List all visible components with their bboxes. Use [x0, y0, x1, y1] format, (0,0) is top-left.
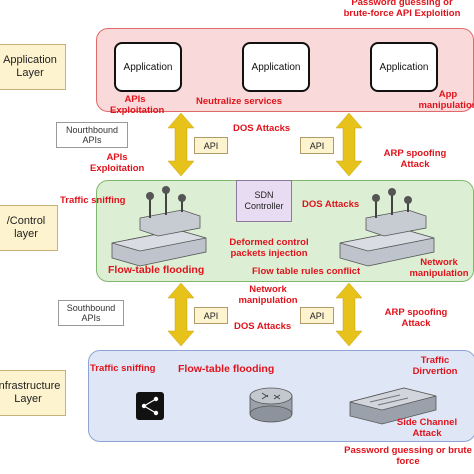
threat-apis-exploitation-top: APIs Exploitation	[110, 94, 165, 116]
application-box-2: Application	[242, 42, 310, 92]
double-arrow-north-left	[167, 112, 195, 177]
infrastructure-layer-label: Infrastructure Layer	[0, 370, 66, 416]
threat-app-manipulation: App manipulation	[418, 89, 474, 111]
api-box-north-right: API	[300, 137, 334, 154]
router-icon	[249, 387, 293, 423]
threat-flow-table-rules-conflict: Flow table rules conflict	[252, 266, 361, 277]
api-box-north-left: API	[194, 137, 228, 154]
openflow-switch-icon-left	[111, 186, 207, 267]
threat-traffic-divertion: Traffic Dirvertion	[412, 355, 458, 377]
threat-flow-table-flooding-1: Flow-table flooding	[108, 264, 205, 276]
openflow-switch-icon-right	[339, 188, 435, 267]
application-box-1: Application	[114, 42, 182, 92]
threat-network-manipulation-1: Network manipulation	[409, 257, 469, 279]
api-box-south-left: API	[194, 307, 228, 324]
threat-deformed-control-packets: Deformed control packets injection	[229, 237, 309, 259]
api-box-south-right: API	[300, 307, 334, 324]
threat-password-guessing-top: Password guessing or brute-force API Exp…	[343, 0, 461, 19]
threat-neutralize-services: Neutralize services	[196, 96, 283, 107]
threat-arp-spoofing-2: ARP spoofing Attack	[384, 307, 448, 329]
threat-network-manipulation-2: Network manipulation	[238, 284, 298, 306]
threat-dos-attacks-1: DOS Attacks	[233, 123, 291, 134]
threat-apis-exploitation-middle: APIs Exploitation	[90, 152, 145, 174]
application-box-3: Application	[370, 42, 438, 92]
threat-traffic-sniffing-1: Traffic sniffing	[60, 195, 126, 206]
application-layer-label: Application Layer	[0, 44, 66, 90]
double-arrow-south-right	[335, 282, 363, 347]
threat-dos-attacks-2: DOS Attacks	[302, 199, 360, 210]
threat-password-guessing-bottom: Password guessing or brute force	[344, 445, 472, 467]
switch-device-icon	[349, 387, 437, 425]
sdn-controller-box: SDN Controller	[236, 180, 292, 222]
double-arrow-south-left	[167, 282, 195, 347]
southbound-apis-label: Southbound APIs	[58, 300, 124, 326]
control-layer-label: /Control layer	[0, 205, 58, 251]
share-node-icon	[136, 392, 164, 420]
threat-arp-spoofing-1: ARP spoofing Attack	[383, 148, 447, 170]
double-arrow-north-right	[335, 112, 363, 177]
threat-traffic-sniffing-2: Traffic sniffing	[90, 363, 156, 374]
threat-side-channel-attack: Side Channel Attack	[396, 417, 458, 439]
threat-dos-attacks-3: DOS Attacks	[234, 321, 292, 332]
threat-flow-table-flooding-2: Flow-table flooding	[178, 363, 275, 375]
northbound-apis-label: Nourthbound APIs	[56, 122, 128, 148]
